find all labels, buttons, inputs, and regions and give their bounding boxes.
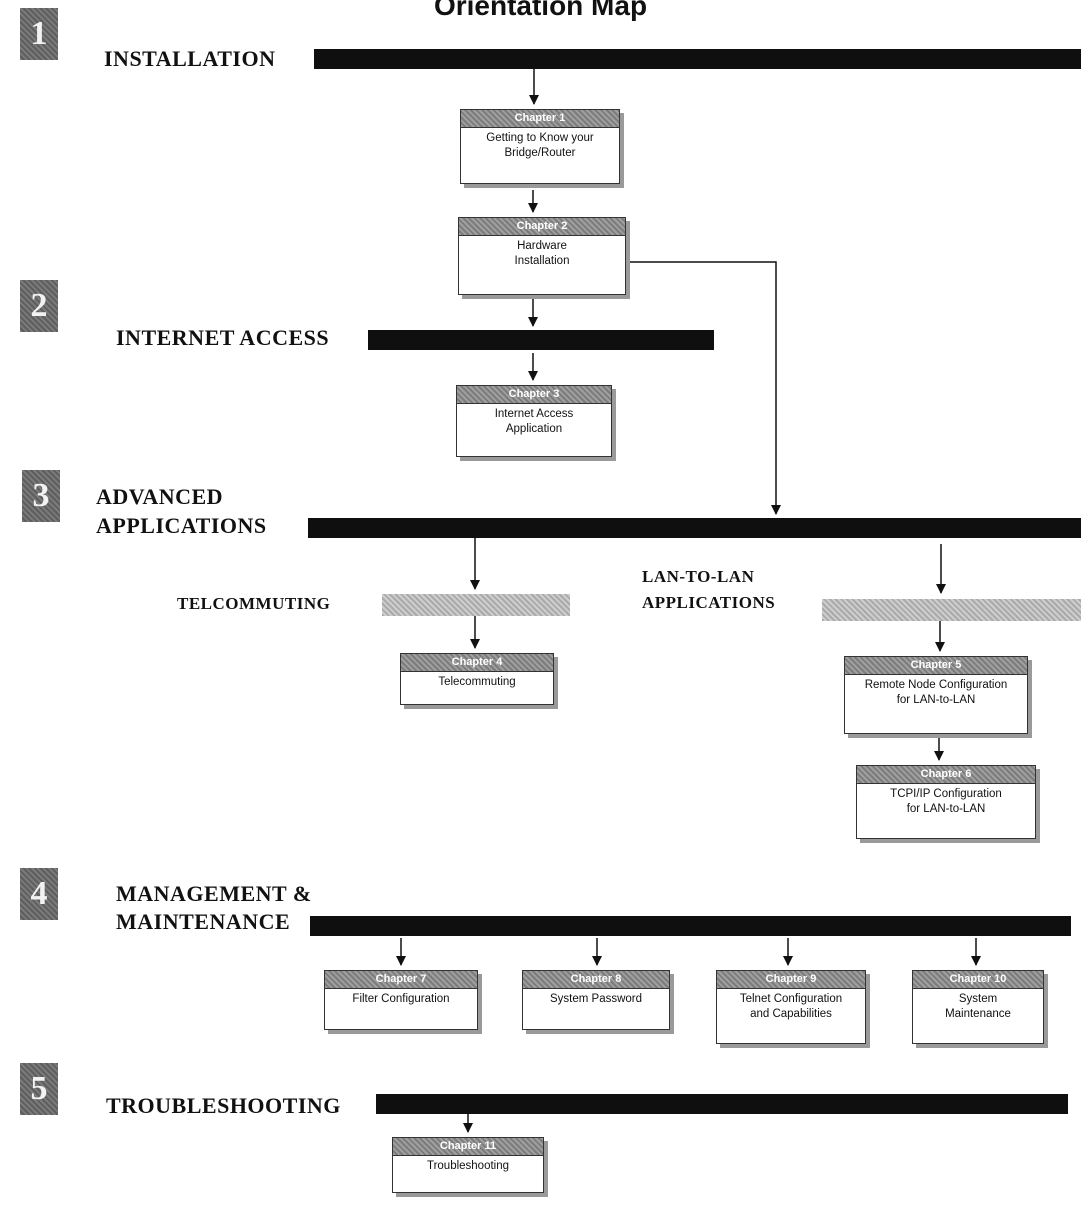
- chapter-5-title-line2: for LAN-to-LAN: [896, 694, 976, 706]
- section-2-number: 2: [20, 280, 58, 332]
- chapter-3-header: Chapter 3: [457, 386, 611, 404]
- chapter-8-title-line1: System Password: [549, 993, 643, 1005]
- chapter-9-title-line1: Telnet Configuration: [739, 993, 843, 1005]
- chapter-6-header: Chapter 6: [857, 766, 1035, 784]
- section-1-label: INSTALLATION: [104, 46, 276, 71]
- section-3-label-line1: ADVANCED: [96, 484, 224, 509]
- chapter-2-title-line1: Hardware: [517, 240, 567, 252]
- section-5-label: TROUBLESHOOTING: [106, 1093, 341, 1118]
- section-2-bar: [368, 330, 714, 350]
- chapter-7-title-line1: Filter Configuration: [352, 993, 450, 1005]
- chapter-1-title-line2: Bridge/Router: [504, 147, 576, 159]
- chapter-1-header: Chapter 1: [461, 110, 619, 128]
- chapter-9-title-line2: and Capabilities: [750, 1008, 832, 1020]
- section-2-label: INTERNET ACCESS: [116, 325, 330, 350]
- chapter-7-header: Chapter 7: [325, 971, 477, 989]
- chapter-8-box: Chapter 8 System Password: [522, 970, 670, 1030]
- chapter-4-box: Chapter 4 Telecommuting: [400, 653, 554, 705]
- section-4-label-line2: MAINTENANCE: [116, 909, 291, 934]
- chapter-6-title-line2: for LAN-to-LAN: [906, 803, 986, 815]
- chapter-1-title-line1: Getting to Know your: [486, 132, 594, 144]
- chapter-10-header: Chapter 10: [913, 971, 1043, 989]
- chapter-5-title-line1: Remote Node Configuration: [864, 679, 1008, 691]
- section-1-bar: [314, 49, 1081, 69]
- subsection-lan-bar: [822, 599, 1081, 621]
- chapter-9-header: Chapter 9: [717, 971, 865, 989]
- chapter-5-header: Chapter 5: [845, 657, 1027, 675]
- chapter-4-title-line1: Telecommuting: [438, 676, 516, 688]
- section-3-label-line2: APPLICATIONS: [96, 513, 267, 538]
- page-title: Orientation Map: [433, 0, 648, 21]
- chapter-8-header: Chapter 8: [523, 971, 669, 989]
- chapter-10-title-line1: System: [958, 993, 998, 1005]
- section-3-number: 3: [22, 470, 60, 522]
- chapter-7-box: Chapter 7 Filter Configuration: [324, 970, 478, 1030]
- section-4-bar: [310, 916, 1071, 936]
- chapter-6-box: Chapter 6 TCPI/IP Configuration for LAN-t…: [856, 765, 1036, 839]
- chapter-10-title-line2: Maintenance: [945, 1008, 1011, 1020]
- subsection-telecommuting-bar: [382, 594, 570, 616]
- subsection-lan-label-line2: APPLICATIONS: [642, 593, 776, 612]
- section-1-number: 1: [20, 8, 58, 60]
- section-3-bar: [308, 518, 1081, 538]
- section-4-number: 4: [20, 868, 58, 920]
- chapter-4-header: Chapter 4: [401, 654, 553, 672]
- chapter-3-title-line1: Internet Access: [494, 408, 574, 420]
- chapter-5-box: Chapter 5 Remote Node Configuration for L…: [844, 656, 1028, 734]
- chapter-11-title-line1: Troubleshooting: [426, 1160, 510, 1172]
- section-4-label-line1: MANAGEMENT &: [116, 881, 312, 906]
- chapter-3-title-line2: Application: [505, 423, 563, 435]
- chapter-2-header: Chapter 2: [459, 218, 625, 236]
- section-5-number: 5: [20, 1063, 58, 1115]
- chapter-11-box: Chapter 11 Troubleshooting: [392, 1137, 544, 1193]
- chapter-11-header: Chapter 11: [393, 1138, 543, 1156]
- chapter-6-title-line1: TCPI/IP Configuration: [890, 788, 1002, 800]
- chapter-2-title-line2: Installation: [514, 255, 570, 267]
- arrow-ch2-to-advanced: [626, 261, 781, 515]
- subsection-lan-label-line1: LAN-TO-LAN: [642, 567, 755, 586]
- chapter-9-box: Chapter 9 Telnet Configuration and Capabi…: [716, 970, 866, 1044]
- section-5-bar: [376, 1094, 1068, 1114]
- subsection-telecommuting-label: TELCOMMUTING: [177, 594, 331, 613]
